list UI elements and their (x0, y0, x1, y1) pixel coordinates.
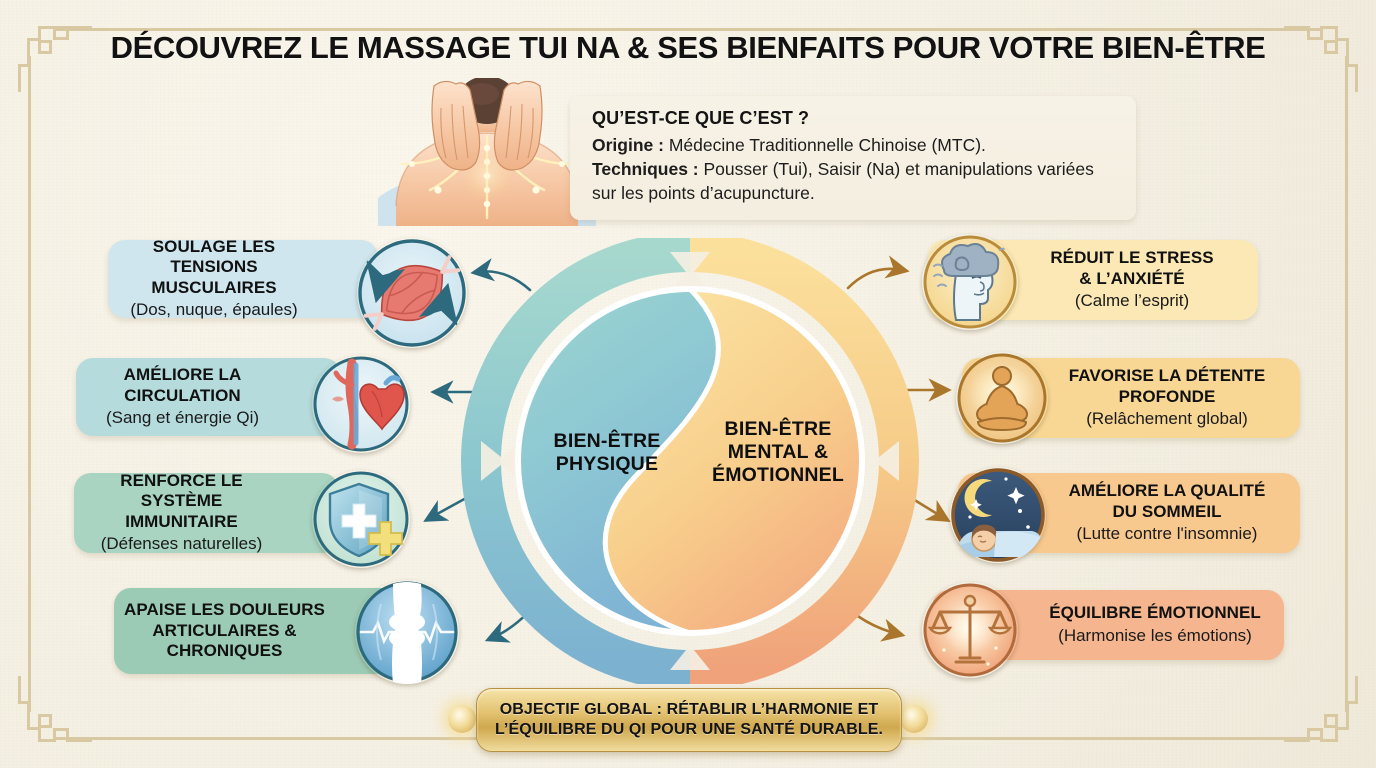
banner-orb-left (448, 705, 476, 733)
tuina-massage-illustration (372, 76, 602, 226)
banner-orb-right (900, 705, 928, 733)
techniques-label: Techniques : (592, 159, 699, 179)
yin-yang-core: BIEN-ÊTRE PHYSIQUE BIEN-ÊTRE MENTAL & ÉM… (458, 232, 922, 690)
benefit-card-joint-pain[interactable]: APAISE LES DOULEURS ARTICULAIRES & CHRON… (114, 588, 399, 674)
balance-scale-icon (922, 582, 1018, 678)
corner-ornament-bottom-right (1284, 676, 1358, 750)
meditation-icon (956, 352, 1048, 444)
definition-panel: QU’EST-CE QUE C’EST ? Origine : Médecine… (570, 96, 1136, 220)
page-title: DÉCOUVREZ LE MASSAGE TUI NA & SES BIENFA… (110, 30, 1266, 65)
banner-plate: OBJECTIF GLOBAL : RÉTABLIR L’HARMONIE ET… (476, 688, 902, 752)
origin-text: Médecine Traditionnelle Chinoise (MTC). (663, 135, 986, 155)
moon-sleep-icon (950, 467, 1046, 563)
heart-circulation-icon (312, 355, 410, 453)
core-label-physical: BIEN-ÊTRE PHYSIQUE (553, 430, 661, 475)
muscle-icon (357, 238, 467, 348)
core-label-mental: BIEN-ÊTRE MENTAL & ÉMOTIONNEL (712, 418, 844, 486)
techniques-text: Pousser (Tui), Saisir (Na) et manipulati… (592, 159, 1094, 203)
joint-icon (355, 580, 459, 684)
definition-techniques: Techniques : Pousser (Tui), Saisir (Na) … (592, 157, 1118, 205)
benefit-text-stress: RÉDUIT LE STRESS& L’ANXIÉTÉ (Calme l’esp… (1050, 248, 1214, 310)
banner-text: OBJECTIF GLOBAL : RÉTABLIR L’HARMONIE ET… (494, 701, 884, 738)
head-cloud-icon (922, 234, 1018, 330)
global-objective-banner: OBJECTIF GLOBAL : RÉTABLIR L’HARMONIE ET… (448, 688, 928, 752)
benefit-text-joint-pain: APAISE LES DOULEURS ARTICULAIRES & CHRON… (124, 600, 325, 661)
definition-heading: QU’EST-CE QUE C’EST ? (592, 108, 810, 128)
origin-label: Origine : (592, 135, 664, 155)
benefit-text-emotional-balance: ÉQUILIBRE ÉMOTIONNEL (Harmonise les émot… (1049, 603, 1261, 645)
definition-origin: Origine : Médecine Traditionnelle Chinoi… (592, 133, 1118, 157)
corner-ornament-bottom-left (18, 676, 92, 750)
shield-icon (312, 470, 410, 568)
